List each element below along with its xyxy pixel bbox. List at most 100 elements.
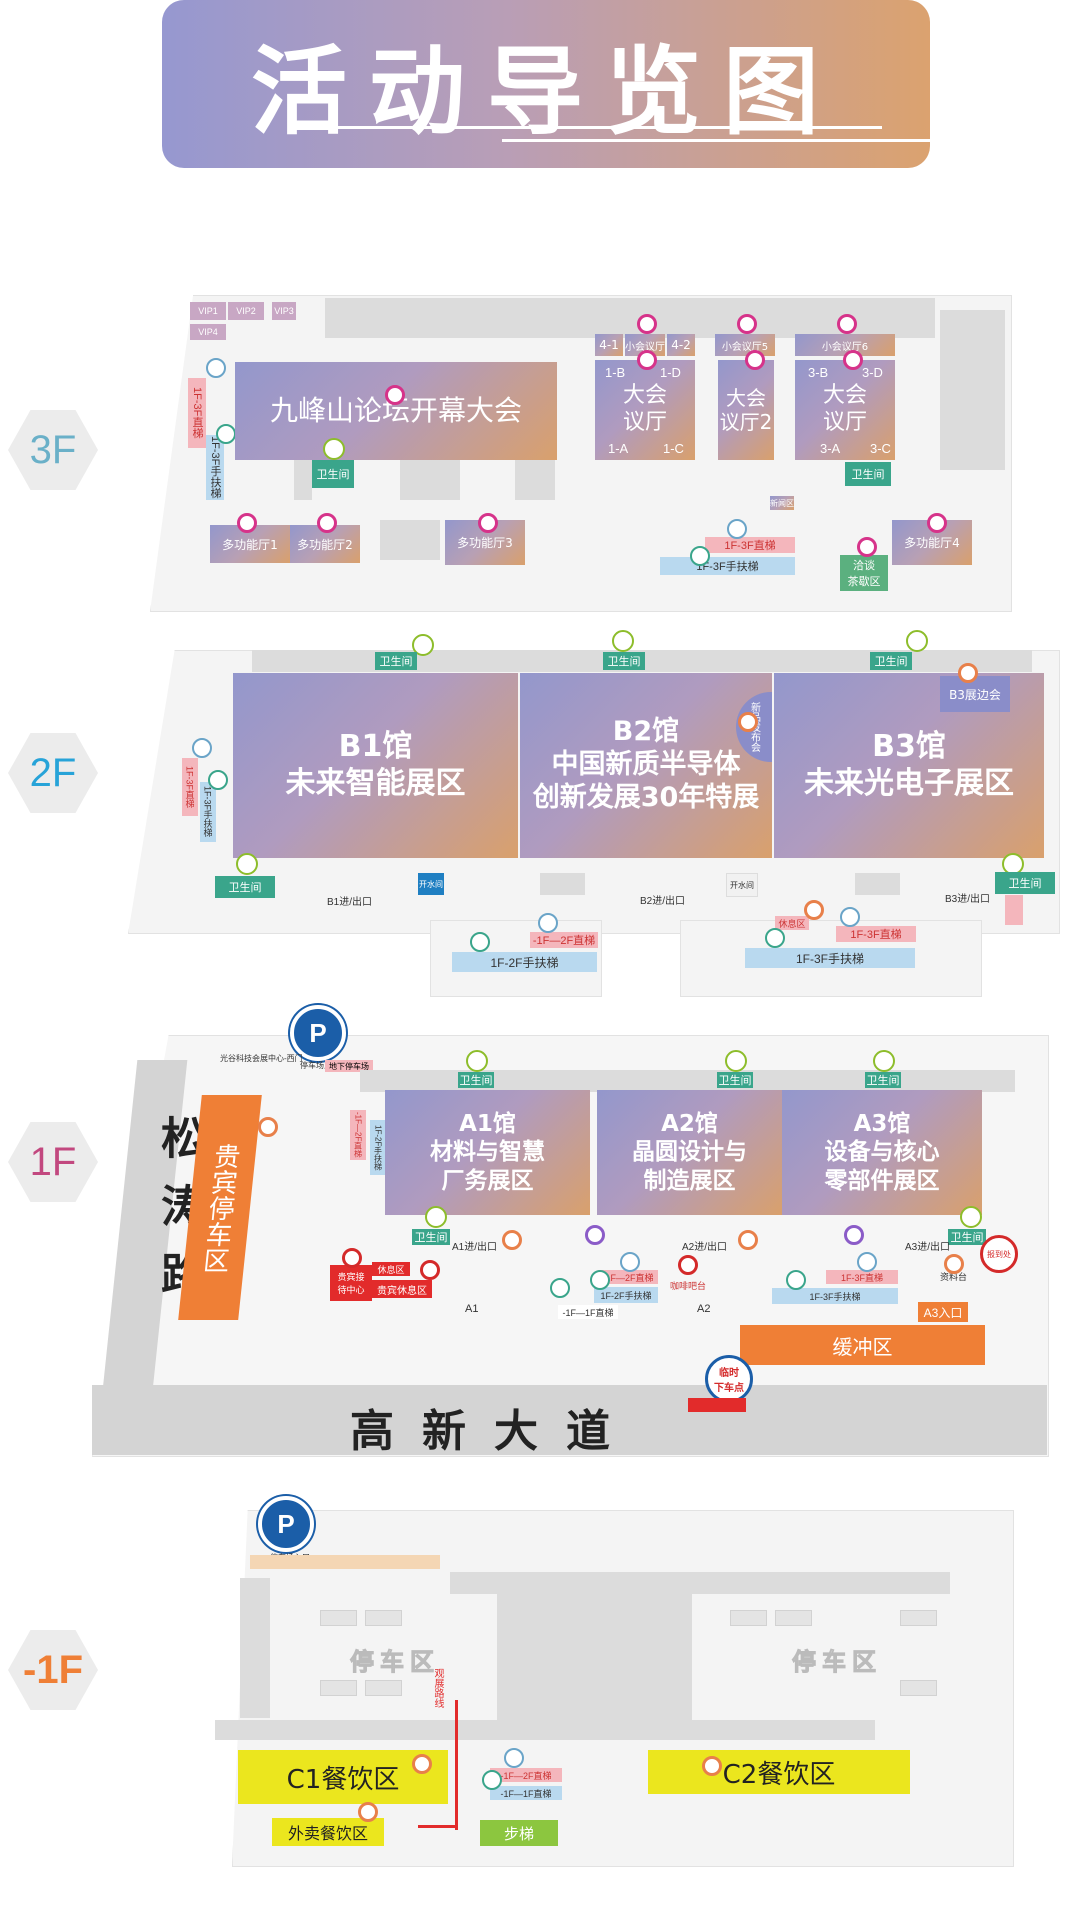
buffer-zone[interactable]: 缓冲区 [740, 1325, 985, 1365]
water-room[interactable]: 开水间 [726, 873, 758, 897]
location-pin-icon [637, 314, 657, 334]
registration-desk-marker[interactable]: 报到处 [980, 1235, 1018, 1273]
takeout-dining-area[interactable]: 外卖餐饮区 [272, 1818, 384, 1846]
restroom[interactable]: 卫生间 [412, 1229, 450, 1245]
press-room[interactable]: 新闻区 [770, 496, 794, 510]
room-label: 小会议厅 [625, 341, 665, 353]
dropoff-marker[interactable]: 临时 下车点 [705, 1355, 753, 1403]
parking-area-right[interactable]: 停车区 [792, 1642, 882, 1677]
restroom[interactable]: 卫生间 [215, 876, 275, 898]
entrance-a3[interactable]: A3进/出口 [905, 1242, 951, 1253]
restroom[interactable]: 卫生间 [845, 462, 891, 486]
escalator-1f-3f-right[interactable]: 1F-3F手扶梯 [660, 557, 795, 575]
area-label: 停车区 [350, 1648, 440, 1677]
restroom[interactable]: 卫生间 [995, 872, 1055, 894]
stair-1f-3f-b[interactable]: 1F-3F直梯 [836, 926, 916, 942]
restroom[interactable]: 卫生间 [865, 1072, 901, 1088]
vip-room[interactable]: VIP4 [190, 324, 226, 340]
entrance-b1[interactable]: B1进/出口 [327, 897, 373, 908]
stair-2f-right[interactable] [1005, 895, 1023, 925]
stair-b1-2f-b1[interactable]: -1F—2F直梯 [490, 1768, 562, 1782]
area-label: 停车区 [792, 1648, 882, 1677]
conference-hall-2[interactable]: 大会 议厅2 [718, 360, 774, 460]
escalator-1f-3f-1f[interactable]: 1F-3F手扶梯 [772, 1288, 898, 1304]
dining-area-c2[interactable]: C2餐饮区 [648, 1750, 910, 1794]
conference-hall-1[interactable]: 大会 议厅 [595, 360, 695, 460]
rest-area[interactable]: 休息区 [775, 916, 809, 930]
floor-tag-1f[interactable]: 1F [8, 1122, 98, 1202]
stair-1f-3f-1f[interactable]: 1F-3F直梯 [826, 1270, 898, 1284]
stair-b1-2f-1f[interactable]: -1F—2F直梯 [598, 1270, 658, 1284]
stair-1f-3f-right[interactable]: 1F-3F直梯 [705, 537, 795, 553]
elevator-b1-1f-b1[interactable]: -1F—1F直梯 [490, 1786, 562, 1800]
a3-entrance[interactable]: A3入口 [918, 1302, 968, 1322]
floor-label: 2F [29, 750, 77, 795]
coffee-bar[interactable]: 咖啡吧台 [666, 1278, 710, 1292]
vip-label: VIP4 [198, 327, 218, 337]
location-pin-icon [958, 663, 978, 683]
water-room[interactable]: 开水间 [418, 873, 444, 895]
small-meeting-room-6[interactable]: 小会议厅6 [795, 334, 895, 356]
b3-side-meeting[interactable]: B3展边会 [940, 676, 1010, 712]
restroom[interactable]: 卫生间 [312, 460, 354, 488]
floor-tag-2f[interactable]: 2F [8, 733, 98, 813]
underground-parking-tag[interactable]: 地下停车场 [325, 1060, 373, 1072]
escalator-1f-3f-2f[interactable]: 1F-3F手扶梯 [200, 782, 216, 842]
stair-b1-2f[interactable]: -1F—2F直梯 [530, 932, 598, 948]
escalator-1f-2f-1f[interactable]: 1F-2F手扶梯 [594, 1287, 658, 1303]
hall-opening-ceremony[interactable]: 九峰山论坛开幕大会 [235, 362, 557, 460]
escalator-1f-2f[interactable]: 1F-2F手扶梯 [452, 952, 597, 972]
vip-room[interactable]: VIP2 [228, 302, 264, 320]
hall-name: B3馆 未来光电子展区 [804, 728, 1014, 801]
hall-b1[interactable]: B1馆 未来智能展区 [233, 673, 518, 858]
info-desk[interactable]: 资料台 [940, 1272, 968, 1282]
small-meeting-room-4[interactable]: 小会议厅 [625, 334, 665, 356]
entrance-a2[interactable]: A2进/出口 [682, 1242, 728, 1253]
elevator-b1-1f[interactable]: -1F—1F直梯 [558, 1305, 618, 1319]
restroom[interactable]: 卫生间 [870, 652, 912, 670]
hall-a2[interactable]: A2馆 晶圆设计与 制造展区 [597, 1090, 782, 1215]
escalator-1f-3f-b[interactable]: 1F-3F手扶梯 [745, 948, 915, 968]
stair-1f-3f-left[interactable]: 1F-3F直梯 [188, 378, 206, 448]
hall-b2[interactable]: B2馆 中国新质半导体 创新发展30年特展 [520, 673, 772, 858]
hall-a1[interactable]: A1馆 材料与智慧 厂务展区 [385, 1090, 590, 1215]
vip-lounge[interactable]: 贵宾休息区 [372, 1280, 432, 1298]
restroom[interactable]: 卫生间 [948, 1229, 986, 1245]
entrance-b2[interactable]: B2进/出口 [640, 896, 686, 907]
marker-label: 报到处 [987, 1249, 1011, 1259]
floor-tag-b1[interactable]: -1F [8, 1630, 98, 1710]
stair-1f-left[interactable]: -1F—2F直梯 [350, 1110, 366, 1160]
restroom[interactable]: 卫生间 [717, 1072, 753, 1088]
vip-room[interactable]: VIP1 [190, 302, 226, 320]
stair-1f-3f-2f[interactable]: 1F-3F直梯 [182, 758, 198, 816]
stairway[interactable]: 步梯 [480, 1820, 558, 1846]
room-4-1[interactable]: 4-1 [595, 334, 623, 356]
restroom-label: 卫生间 [950, 1232, 984, 1244]
room-4-2[interactable]: 4-2 [667, 334, 695, 356]
floor-tag-3f[interactable]: 3F [8, 410, 98, 490]
vip-reception-center[interactable]: 贵宾接 待中心 [330, 1265, 372, 1301]
escalator-label: 1F-2F手扶梯 [373, 1124, 383, 1171]
page-title: 活动导览图 [251, 36, 841, 148]
conference-hall-3[interactable]: 大会 议厅 [795, 360, 895, 460]
parking-area-left[interactable]: 停车区 [350, 1642, 440, 1677]
hall-a3[interactable]: A3馆 设备与核心 零部件展区 [782, 1090, 982, 1215]
location-pin-icon [420, 1260, 440, 1280]
tea-break-area[interactable]: 洽谈 茶歇区 [840, 555, 888, 591]
small-meeting-room-5[interactable]: 小会议厅5 [715, 334, 775, 356]
escalator-1f-left[interactable]: 1F-2F手扶梯 [370, 1120, 386, 1175]
restroom[interactable]: 卫生间 [603, 652, 645, 670]
parking-icon[interactable]: P [258, 1496, 314, 1552]
restroom[interactable]: 卫生间 [458, 1072, 494, 1088]
west-gate-label: 光谷科技会展中心-西门 [220, 1054, 303, 1063]
parking-icon[interactable]: P [290, 1005, 346, 1061]
vip-room[interactable]: VIP3 [272, 302, 296, 320]
restroom[interactable]: 卫生间 [375, 652, 417, 670]
escalator-1f-3f-left[interactable]: 1F-3F手扶梯 [206, 435, 224, 500]
entrance-a1[interactable]: A1进/出口 [452, 1242, 498, 1253]
location-pin-icon [857, 537, 877, 557]
escalator-label: 1F-2F手扶梯 [490, 955, 559, 970]
entrance-b3[interactable]: B3进/出口 [945, 894, 991, 905]
area-label: 贵宾接 待中心 [337, 1272, 365, 1295]
rest-area[interactable]: 休息区 [372, 1262, 410, 1276]
